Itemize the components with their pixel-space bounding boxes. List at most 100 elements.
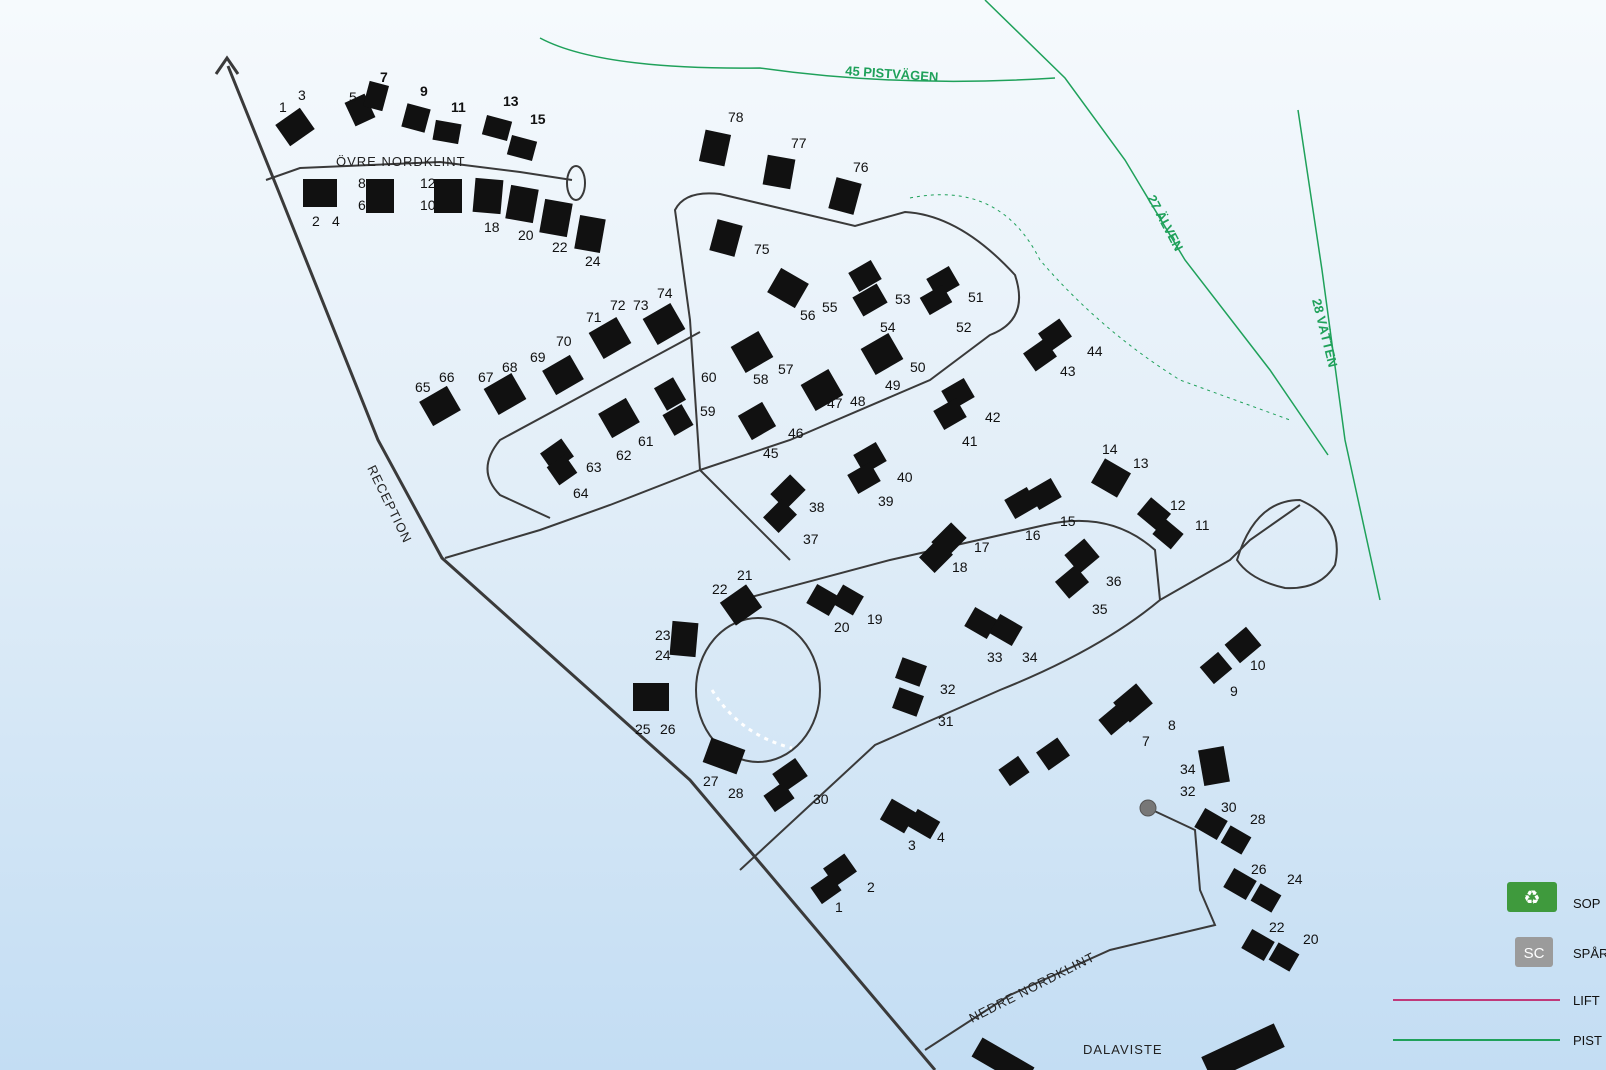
recycling-icon-glyph: ♻: [1523, 887, 1540, 909]
cabin: [275, 107, 315, 147]
street-label-ovre: ÖVRE NORDKLINT: [336, 154, 466, 169]
cabin: [1220, 825, 1252, 855]
cabin-number-label: 8: [1168, 717, 1176, 733]
cabin: [1250, 883, 1282, 913]
cabin: [860, 333, 904, 375]
cabin-number-label: 27: [703, 773, 719, 789]
cabin: [806, 583, 840, 617]
cabin: [481, 114, 513, 142]
cabin-number-label: 11: [1195, 517, 1210, 533]
cabin: [879, 798, 917, 834]
cabin-number-label: 31: [938, 713, 954, 729]
piste-28-line: [1297, 109, 1381, 601]
cabin-number-label: 7: [1142, 733, 1150, 749]
cabin: [853, 441, 887, 475]
piste-label-45: 45 PISTVÄGEN: [845, 63, 939, 84]
cabin-number-label: 32: [1180, 783, 1196, 799]
cabin-number-label: 28: [728, 785, 744, 801]
cabin-number-label: 5: [349, 89, 357, 105]
cabin-number-label: 36: [1106, 573, 1122, 589]
cabin-number-label: 32: [940, 681, 956, 697]
cabin-number-label: 63: [586, 459, 602, 475]
cabin-number-label: 43: [1060, 363, 1076, 379]
cabin: [472, 177, 504, 215]
cabin: [432, 119, 462, 145]
cabin: [1004, 486, 1038, 520]
cabin: [1194, 807, 1228, 841]
cabin: [770, 474, 806, 510]
cabin-number-label: 40: [897, 469, 913, 485]
sc-badge: [1515, 937, 1553, 967]
cabin: [762, 154, 796, 190]
cabin-number-label: 71: [586, 309, 602, 325]
cabin: [1241, 928, 1275, 962]
cabin: [366, 179, 394, 213]
recycling-icon: [1507, 882, 1557, 912]
cabin-number-label: 23: [655, 627, 671, 643]
cabin: [1199, 651, 1233, 685]
cabin: [633, 683, 669, 711]
cabin-number-label: 26: [660, 721, 676, 737]
cabin: [998, 755, 1030, 787]
cabin-number-label: 69: [530, 349, 546, 365]
cabin-number-label: 6: [358, 197, 366, 213]
cabin-number-label: 61: [638, 433, 654, 449]
cabin-number-label: 4: [332, 213, 340, 229]
cabin: [506, 134, 538, 162]
cabin-number-label: 22: [552, 239, 568, 255]
cabin: [989, 613, 1023, 647]
cabin-number-label: 20: [834, 619, 850, 635]
cabin: [574, 215, 606, 253]
cabin: [401, 103, 431, 133]
cabin-number-label: 77: [791, 135, 807, 151]
cabin-number-label: 44: [1087, 343, 1103, 359]
cabin-number-label: 18: [952, 559, 968, 575]
cabin-number-label: 76: [853, 159, 869, 175]
cabin: [767, 267, 809, 309]
cabin-number-label: 9: [1230, 683, 1238, 699]
cabin: [709, 219, 743, 257]
cabin-number-label: 1: [835, 899, 843, 915]
cabin-number-label: 30: [1221, 799, 1237, 815]
cabin-number-label: 3: [908, 837, 916, 853]
cabin-number-label: 13: [1133, 455, 1149, 471]
cabin: [848, 259, 882, 293]
cabin-number-label: 11: [451, 99, 466, 115]
cabin-number-label: 58: [753, 371, 769, 387]
cabin: [505, 184, 539, 224]
cabin-number-label: 19: [867, 611, 883, 627]
cabin-number-label: 35: [1092, 601, 1108, 617]
cabin: [763, 499, 797, 533]
cabin: [1198, 746, 1230, 786]
cabin: [1023, 338, 1057, 372]
cabin-number-label: 37: [803, 531, 819, 547]
cabin-number-label: 15: [530, 111, 546, 127]
cabin-number-label: 24: [1287, 871, 1303, 887]
cabin-number-label: 49: [885, 377, 901, 393]
cabin: [730, 331, 774, 373]
legend-sop: SOP: [1573, 896, 1600, 911]
legend-pist: PIST: [1573, 1033, 1602, 1048]
nedre-end-marker: [1139, 799, 1157, 817]
right-turnaround: [1235, 498, 1338, 590]
cabin: [1091, 458, 1131, 498]
cabin: [1223, 867, 1257, 901]
cabin-number-label: 17: [974, 539, 990, 555]
middle-connector: [444, 469, 701, 559]
cabin: [642, 303, 686, 345]
cabin-number-label: 68: [502, 359, 518, 375]
ovre-turnaround: [566, 165, 586, 201]
cabin: [892, 687, 924, 717]
cabin-number-label: 24: [585, 253, 601, 269]
cabin-number-label: 62: [616, 447, 632, 463]
cabin-number-label: 30: [813, 791, 829, 807]
cabin-number-label: 16: [1025, 527, 1041, 543]
cabin-number-label: 73: [633, 297, 649, 313]
cabin-number-label: 51: [968, 289, 984, 305]
cabin-number-label: 57: [778, 361, 794, 377]
cabin: [698, 129, 732, 167]
cabin-number-label: 18: [484, 219, 500, 235]
cabin-number-label: 12: [1170, 497, 1186, 513]
